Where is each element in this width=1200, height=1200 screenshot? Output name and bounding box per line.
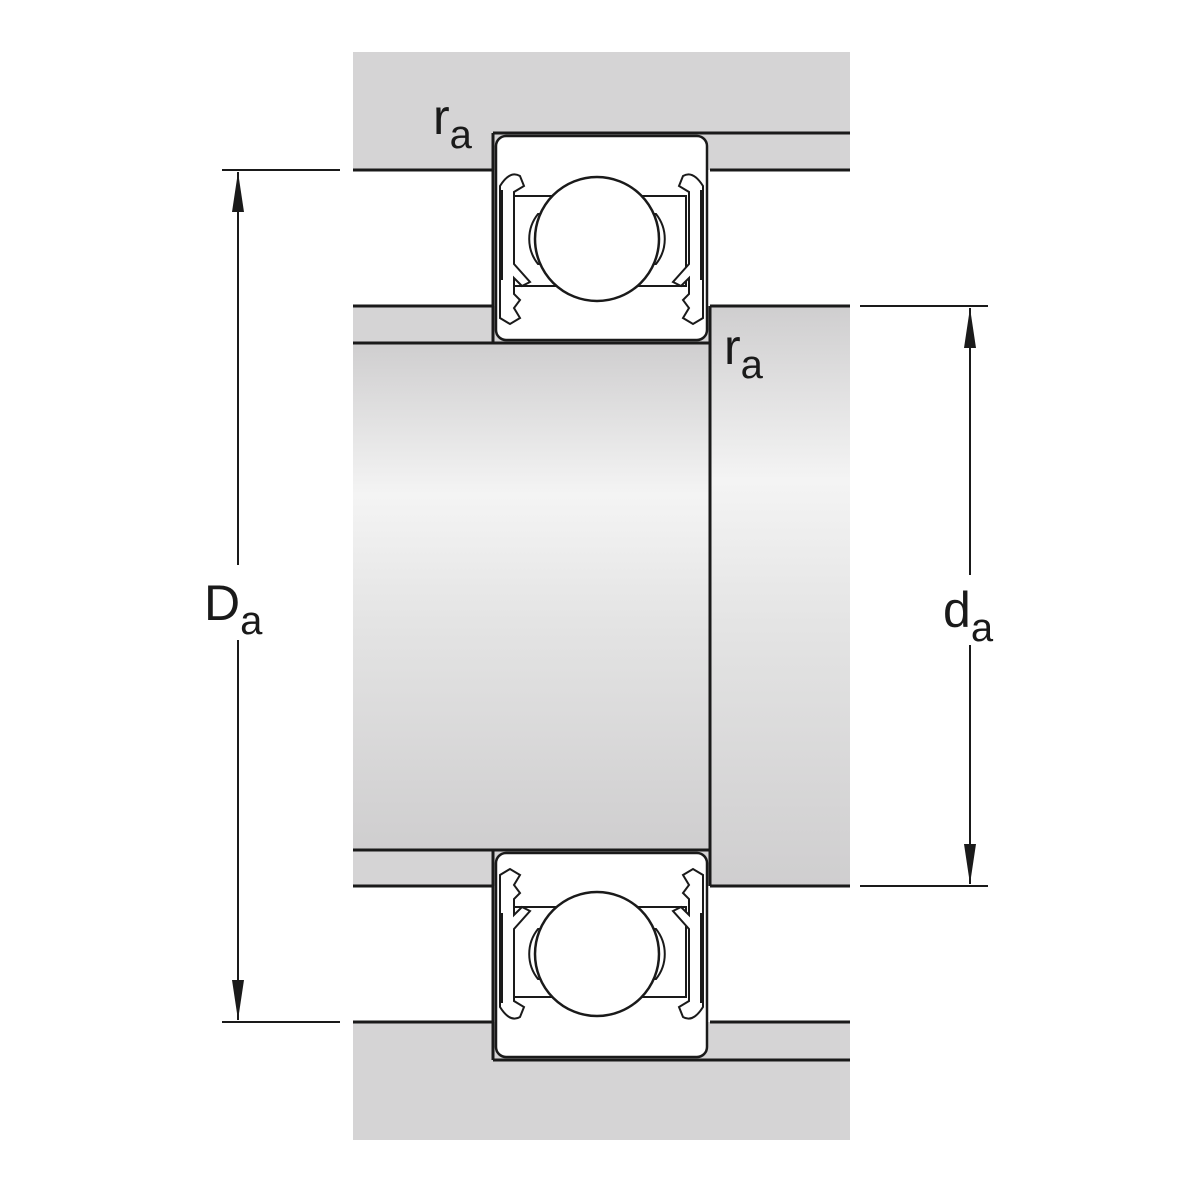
label-ra-shaft: ra (724, 319, 763, 387)
dimension-da (860, 305, 988, 887)
bearing-bottom (494, 851, 709, 1059)
label-Da: Da (204, 575, 263, 643)
shaft (353, 343, 710, 850)
shaft-shoulder (710, 306, 850, 886)
bearing-top (494, 134, 709, 342)
label-ra-housing: ra (433, 89, 472, 157)
dimension-Da (222, 169, 340, 1023)
label-da: da (943, 582, 994, 650)
